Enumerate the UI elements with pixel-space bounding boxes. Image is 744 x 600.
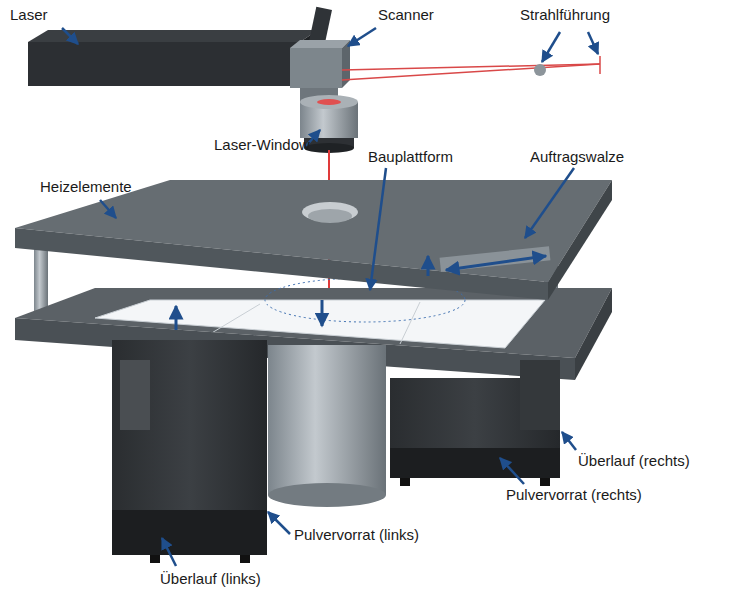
heating-plate: [15, 180, 612, 300]
part-label: Überlauf (rechts): [578, 452, 690, 469]
left-powder-unit: [112, 340, 267, 563]
part-label: Pulvervorrat (links): [294, 526, 419, 543]
part-label: Laser-Window: [214, 136, 310, 153]
scanner: [290, 7, 350, 102]
leader-arrows: [62, 28, 598, 566]
build-cylinder: [268, 345, 386, 507]
support-column: [34, 240, 48, 315]
part-label: Scanner: [378, 6, 434, 23]
part-label: Auftragswalze: [530, 148, 624, 165]
beam-guide: [342, 56, 600, 80]
motion-arrows: [176, 256, 546, 330]
part-label: Pulvervorrat (rechts): [506, 486, 642, 503]
part-label: Überlauf (links): [160, 570, 261, 587]
part-label: Strahlführung: [520, 6, 610, 23]
part-label: Heizelemente: [40, 178, 132, 195]
part-label: Laser: [10, 6, 48, 23]
part-label: Bauplattform: [368, 148, 453, 165]
right-powder-unit: [390, 360, 560, 486]
